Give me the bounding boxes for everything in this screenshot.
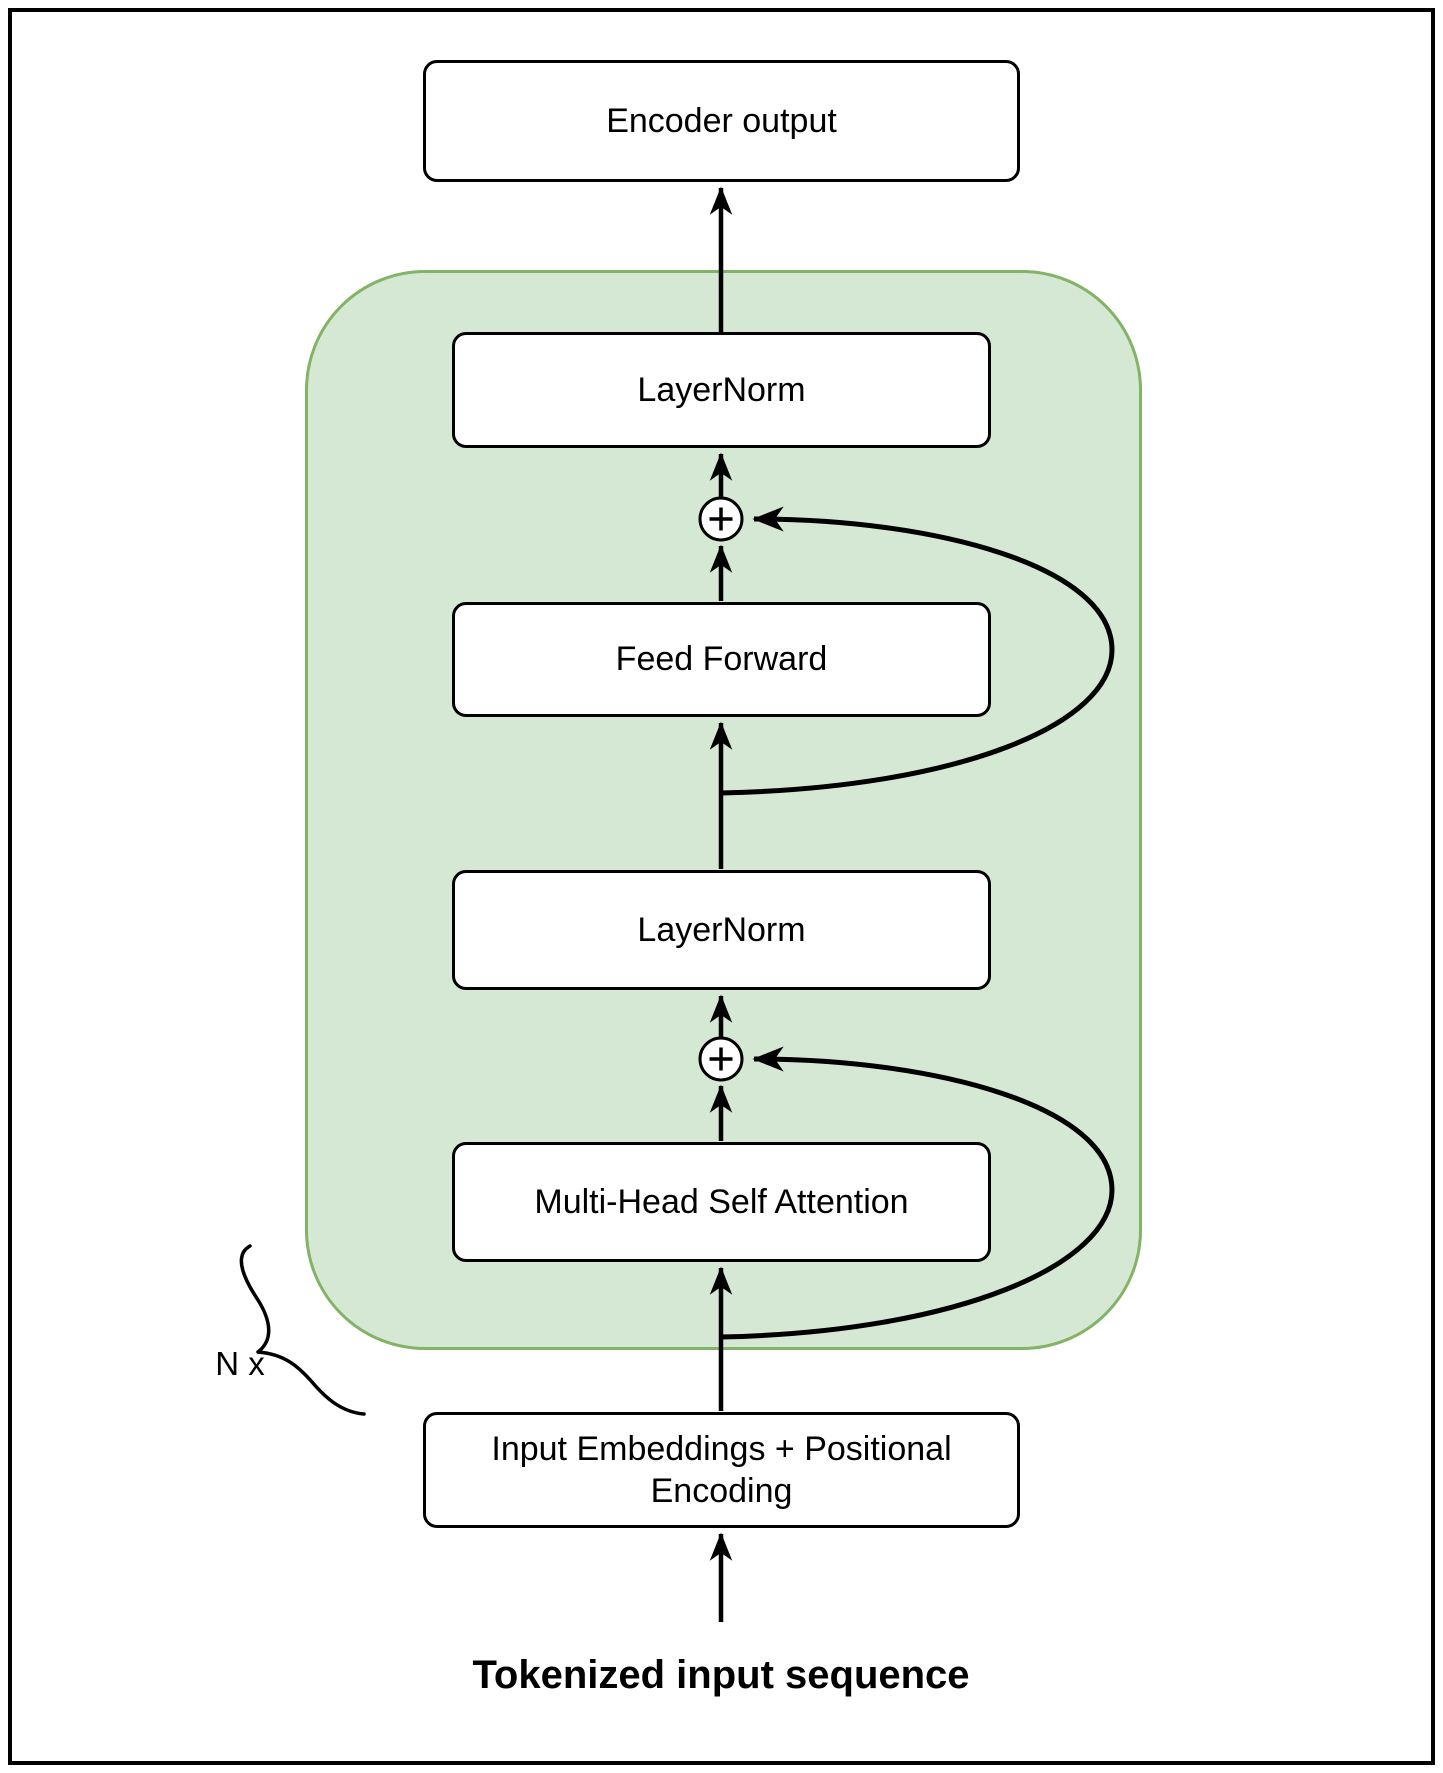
caption-text: Tokenized input sequence — [472, 1652, 970, 1697]
node-encoder-output: Encoder output — [423, 60, 1020, 182]
tokenized-input-caption: Tokenized input sequence — [361, 1646, 1081, 1704]
repeat-count-label: N x — [185, 1341, 295, 1387]
node-label: Feed Forward — [615, 640, 828, 679]
node-layernorm-bottom: LayerNorm — [452, 870, 991, 990]
node-label: Multi-Head Self Attention — [534, 1182, 909, 1221]
node-label: LayerNorm — [637, 370, 806, 409]
diagram-border — [8, 8, 1435, 1765]
node-label: Input Embeddings + Positional Encoding — [491, 1429, 952, 1511]
node-feed-forward: Feed Forward — [452, 602, 991, 717]
node-label: LayerNorm — [637, 910, 806, 949]
node-label: Encoder output — [606, 101, 837, 140]
node-multi-head-self-attention: Multi-Head Self Attention — [452, 1142, 991, 1262]
node-layernorm-top: LayerNorm — [452, 332, 991, 448]
node-input-embeddings: Input Embeddings + Positional Encoding — [423, 1412, 1020, 1528]
repeat-count-text: N x — [215, 1345, 265, 1382]
